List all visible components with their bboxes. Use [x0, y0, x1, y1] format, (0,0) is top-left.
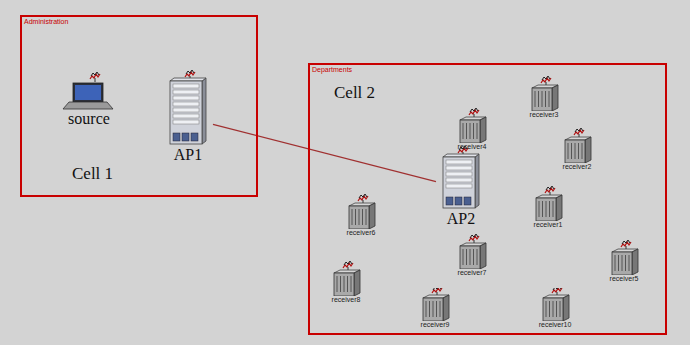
device-name: AP1 — [174, 146, 202, 164]
ap-node: AP2 — [436, 146, 486, 230]
server-node: receiver4 — [448, 108, 496, 154]
server-icon — [520, 76, 568, 111]
server-node: receiver8 — [322, 261, 370, 307]
device-name: receiver8 — [332, 296, 361, 304]
server-icon — [448, 234, 496, 269]
server-node: receiver5 — [600, 238, 648, 286]
server-icon — [600, 238, 648, 275]
device-name: receiver6 — [347, 229, 376, 237]
ap-node: AP1 — [163, 70, 213, 166]
cell-label: Cell 2 — [334, 84, 375, 103]
device-name: receiver2 — [563, 163, 592, 171]
server-icon — [524, 184, 572, 221]
laptop-node: source — [55, 72, 123, 128]
server-icon — [531, 288, 579, 321]
server-node: receiver10 — [531, 288, 579, 332]
cell-label: Cell 1 — [72, 165, 113, 184]
device-name: receiver10 — [539, 321, 572, 329]
device-name: receiver9 — [421, 321, 450, 329]
server-node: receiver2 — [553, 126, 601, 174]
device-name: receiver5 — [610, 275, 639, 283]
region-name: Departments — [310, 65, 665, 75]
device-name: receiver7 — [458, 269, 487, 277]
server-icon — [411, 288, 459, 321]
cell-region: Departments receiver3 receiver4 receiver2AP… — [308, 63, 667, 335]
server-node: receiver3 — [520, 76, 568, 122]
ap-icon — [163, 70, 213, 146]
link-line — [213, 124, 436, 181]
device-name: receiver4 — [458, 143, 487, 151]
cell-region: Administration sourceAP1 — [20, 15, 258, 197]
server-node: receiver9 — [411, 288, 459, 332]
ap-icon — [436, 146, 486, 210]
server-icon — [553, 126, 601, 163]
server-node: receiver6 — [337, 192, 385, 240]
server-node: receiver7 — [448, 234, 496, 280]
server-icon — [337, 192, 385, 229]
device-name: AP2 — [447, 210, 475, 228]
server-icon — [448, 108, 496, 143]
device-name: receiver3 — [530, 111, 559, 119]
device-name: source — [68, 110, 110, 128]
laptop-icon — [55, 72, 123, 110]
server-icon — [322, 261, 370, 296]
region-name: Administration — [22, 17, 256, 27]
device-name: receiver1 — [534, 221, 563, 229]
server-node: receiver1 — [524, 184, 572, 232]
